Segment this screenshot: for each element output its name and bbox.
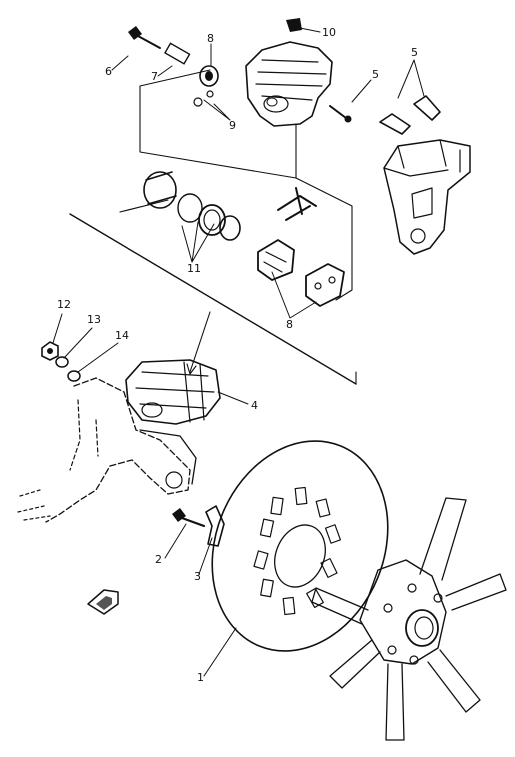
callout-3: 3 [194,570,201,583]
leader-lines [51,27,425,677]
bolt-2 [172,508,206,528]
callout-8-top: 8 [207,32,214,45]
callout-11: 11 [187,262,201,275]
brake-disc-1 [211,440,389,652]
callout-5-top: 5 [411,46,418,59]
callout-7: 7 [151,70,158,83]
callout-10: 10 [322,26,336,39]
callout-1: 1 [197,671,204,684]
callout-2: 2 [155,553,162,566]
callout-5-right: 5 [372,68,379,81]
lower-caliper-4 [125,359,221,425]
callout-9: 9 [229,119,236,132]
callout-6: 6 [105,65,112,78]
brake-pads-8 [257,187,345,307]
pin-7 [164,42,191,65]
callout-14: 14 [115,329,129,342]
lower-bracket [17,377,197,523]
bleed-valve [286,18,302,32]
callout-labels: 10 6 7 8 9 5 5 11 8 12 13 14 4 2 3 1 [57,26,418,684]
front-direction-arrow-icon [87,589,119,615]
nut-12 [41,341,59,361]
callout-12: 12 [57,298,71,311]
pistons-and-seals-11 [143,171,241,241]
upper-caliper [245,18,333,127]
washer-14 [67,370,81,382]
caliper-bracket [383,139,471,255]
callout-4: 4 [251,399,258,412]
wheel-hub [359,559,447,665]
callout-8-pads: 8 [286,318,293,331]
lock-plate-3 [205,505,225,547]
washer-13 [55,356,69,368]
boot-8 [199,65,219,87]
pad-spring-5 [379,95,441,135]
disc-slots [253,486,342,616]
wheel-spokes [311,497,507,741]
callout-13: 13 [87,313,101,326]
bolt-5-right [329,105,352,123]
exploded-view-lines [69,69,357,385]
small-parts-9 [193,90,214,107]
pin-bolt-6 [128,26,161,49]
